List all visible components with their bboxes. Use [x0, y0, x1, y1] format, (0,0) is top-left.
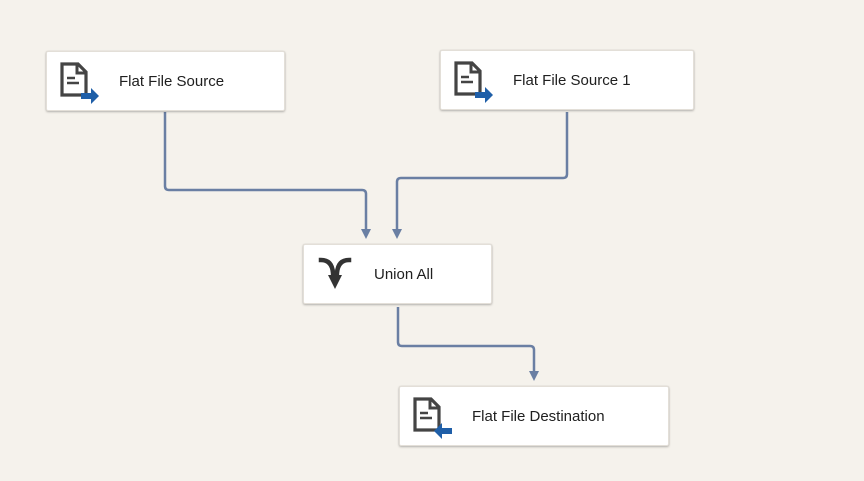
flat-file-destination-icon [406, 391, 456, 441]
flat-file-source-node[interactable]: Flat File Source [46, 51, 285, 111]
node-label: Union All [374, 265, 434, 283]
union-all-icon [310, 249, 360, 299]
connector-source-to-union[interactable] [163, 112, 371, 239]
connector-source1-to-union[interactable] [392, 112, 569, 239]
flat-file-source-icon [447, 55, 497, 105]
connector-union-to-destination[interactable] [396, 307, 539, 381]
union-all-node[interactable]: Union All [303, 244, 492, 304]
flat-file-source-icon [53, 56, 103, 106]
node-label: Flat File Source 1 [513, 71, 631, 89]
flat-file-destination-node[interactable]: Flat File Destination [399, 386, 669, 446]
flat-file-source-1-node[interactable]: Flat File Source 1 [440, 50, 694, 110]
node-label: Flat File Source [119, 72, 225, 90]
node-label: Flat File Destination [472, 407, 605, 425]
